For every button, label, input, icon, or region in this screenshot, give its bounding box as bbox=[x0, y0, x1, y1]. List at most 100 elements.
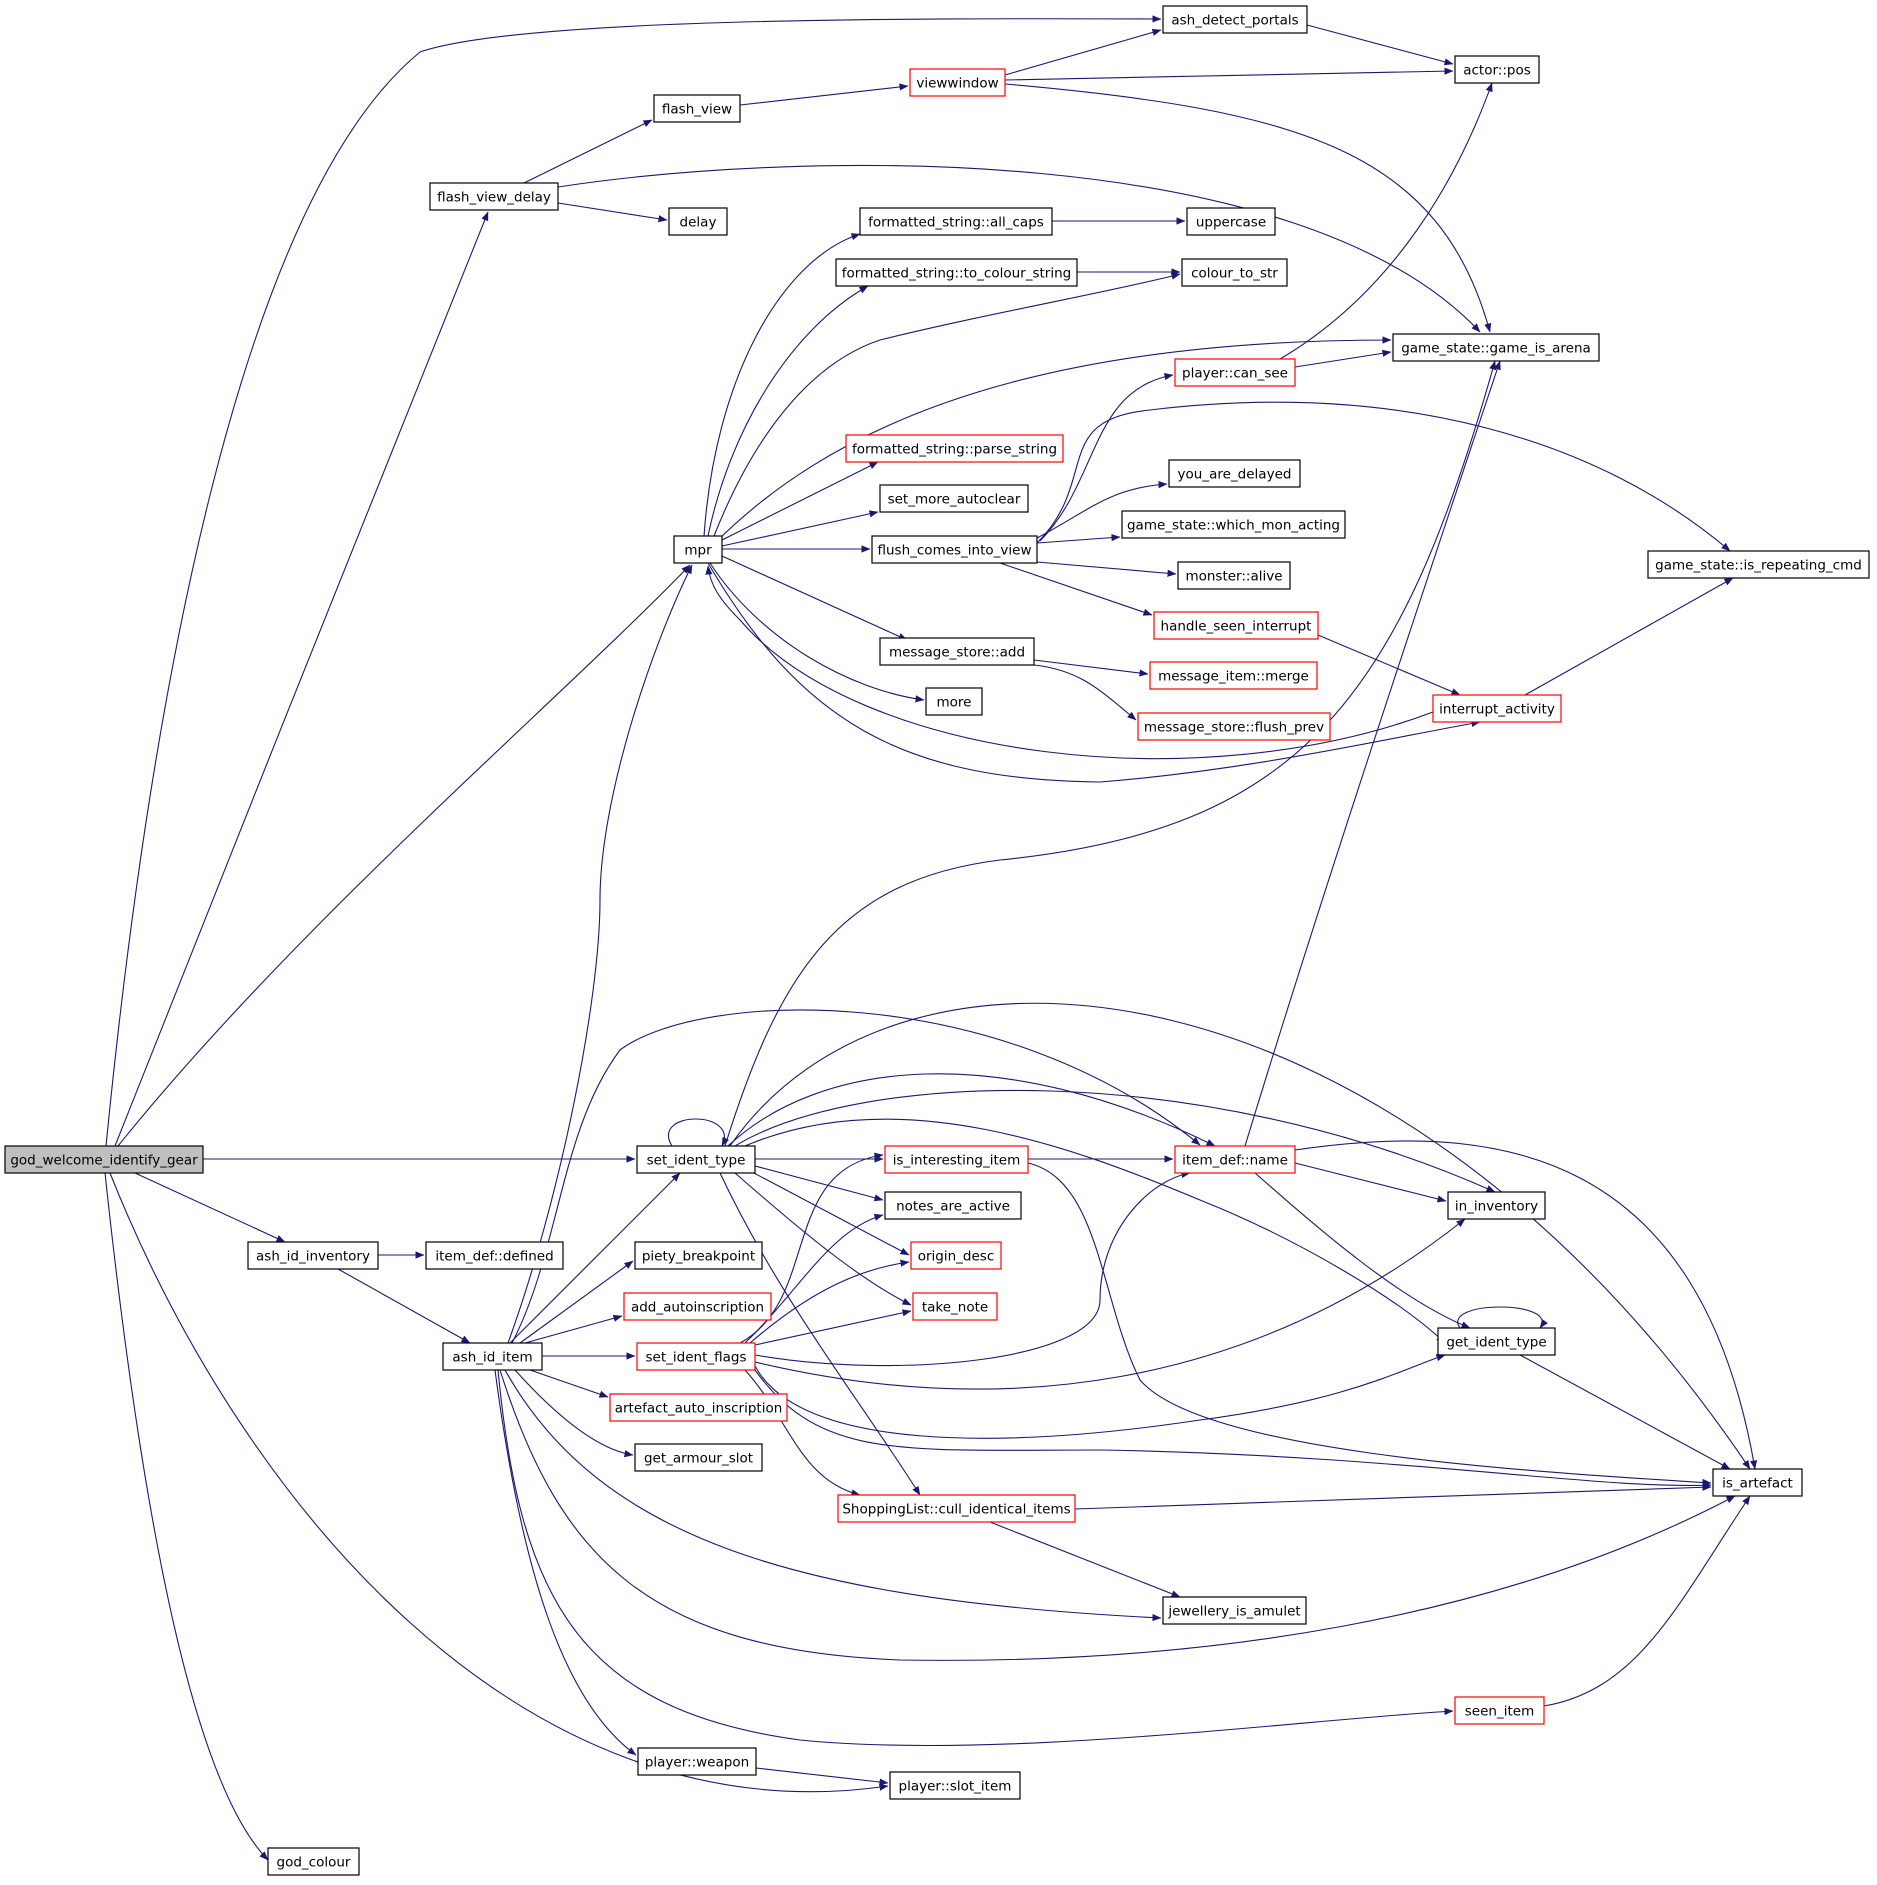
node-message-store-add[interactable]: message_store::add bbox=[879, 637, 1035, 666]
node-artefact-auto-inscription[interactable]: artefact_auto_inscription bbox=[609, 1393, 788, 1422]
node-fs-parse-string[interactable]: formatted_string::parse_string bbox=[845, 434, 1064, 463]
node-god-welcome-identify-gear[interactable]: god_welcome_identify_gear bbox=[4, 1145, 204, 1174]
node-item-def-name[interactable]: item_def::name bbox=[1174, 1145, 1296, 1174]
node-mpr[interactable]: mpr bbox=[673, 535, 723, 564]
node-seen-item[interactable]: seen_item bbox=[1454, 1696, 1545, 1725]
node-box bbox=[1186, 207, 1276, 236]
node-box bbox=[609, 1393, 788, 1422]
node-flush-comes-into-view[interactable]: flush_comes_into_view bbox=[871, 535, 1038, 564]
node-ash-detect-portals[interactable]: ash_detect_portals bbox=[1162, 5, 1308, 34]
node-box bbox=[1181, 258, 1288, 287]
node-take-note[interactable]: take_note bbox=[912, 1292, 998, 1321]
node-fs-all-caps[interactable]: formatted_string::all_caps bbox=[859, 207, 1053, 236]
node-label: jewellery_is_amulet bbox=[1167, 1604, 1300, 1620]
node-box bbox=[267, 1847, 360, 1876]
node-label: player::slot_item bbox=[899, 1779, 1012, 1795]
node-set-more-autoclear[interactable]: set_more_autoclear bbox=[879, 484, 1029, 513]
node-player-slot-item[interactable]: player::slot_item bbox=[889, 1771, 1021, 1800]
edge-flash_view-to-viewwindow bbox=[739, 83, 909, 106]
node-player-weapon[interactable]: player::weapon bbox=[637, 1747, 757, 1776]
edge-set_ident_type-to-game_is_arena bbox=[724, 360, 1497, 1147]
node-you-are-delayed[interactable]: you_are_delayed bbox=[1168, 459, 1301, 488]
node-flash-view[interactable]: flash_view bbox=[653, 94, 741, 123]
node-handle-seen-interrupt[interactable]: handle_seen_interrupt bbox=[1153, 611, 1319, 640]
node-label: game_state::game_is_arena bbox=[1401, 341, 1591, 357]
node-box bbox=[623, 1292, 772, 1321]
node-flash-view-delay[interactable]: flash_view_delay bbox=[429, 182, 559, 211]
node-label: actor::pos bbox=[1463, 63, 1531, 79]
node-label: message_store::add bbox=[889, 645, 1025, 661]
node-viewwindow[interactable]: viewwindow bbox=[909, 68, 1006, 97]
edge-ash_id_item-to-jewellery_is_amulet bbox=[504, 1369, 1162, 1622]
edge-seen_item-to-is_artefact bbox=[1543, 1495, 1751, 1707]
node-label: flash_view_delay bbox=[437, 190, 551, 206]
node-is-interesting-item[interactable]: is_interesting_item bbox=[884, 1145, 1029, 1174]
node-cull-identical-items[interactable]: ShoppingList::cull_identical_items bbox=[837, 1494, 1076, 1523]
node-label: ShoppingList::cull_identical_items bbox=[842, 1502, 1070, 1518]
node-get-armour-slot[interactable]: get_armour_slot bbox=[634, 1443, 763, 1472]
node-is-repeating-cmd[interactable]: game_state::is_repeating_cmd bbox=[1647, 550, 1870, 579]
edge-mpr-to-set_more_autoclear bbox=[721, 510, 879, 547]
edge-set_ident_flags-to-notes_are_active bbox=[744, 1213, 884, 1344]
edge-ash_id_inventory-to-ash_id_item bbox=[337, 1268, 471, 1344]
node-monster-alive[interactable]: monster::alive bbox=[1177, 561, 1291, 590]
node-box bbox=[4, 1145, 204, 1174]
node-god-colour[interactable]: god_colour bbox=[267, 1847, 360, 1876]
node-item-def-defined[interactable]: item_def::defined bbox=[425, 1241, 564, 1270]
node-interrupt-activity[interactable]: interrupt_activity bbox=[1432, 694, 1562, 723]
node-actor-pos[interactable]: actor::pos bbox=[1454, 55, 1540, 84]
node-box bbox=[884, 1145, 1029, 1174]
edge-mpr-to-message_store_add bbox=[721, 555, 908, 641]
node-fs-to-colour-string[interactable]: formatted_string::to_colour_string bbox=[835, 258, 1078, 287]
edge-set_ident_type-to-get_ident_type bbox=[744, 1118, 1446, 1344]
node-notes-are-active[interactable]: notes_are_active bbox=[884, 1191, 1022, 1220]
edge-flush_comes_into_view-to-player_can_see bbox=[1039, 372, 1174, 542]
node-which-mon-acting[interactable]: game_state::which_mon_acting bbox=[1121, 510, 1346, 539]
node-uppercase[interactable]: uppercase bbox=[1186, 207, 1276, 236]
edge-item_def_name-to-in_inventory bbox=[1294, 1162, 1447, 1203]
node-origin-desc[interactable]: origin_desc bbox=[910, 1241, 1002, 1270]
node-jewellery-is-amulet[interactable]: jewellery_is_amulet bbox=[1162, 1596, 1307, 1625]
node-in-inventory[interactable]: in_inventory bbox=[1447, 1191, 1546, 1220]
edge-set_ident_flags-to-in_inventory bbox=[754, 1218, 1466, 1390]
node-box bbox=[912, 1292, 998, 1321]
node-box bbox=[925, 687, 983, 716]
node-message-item-merge[interactable]: message_item::merge bbox=[1149, 661, 1318, 690]
node-ash-id-item[interactable]: ash_id_item bbox=[442, 1342, 543, 1371]
node-set-ident-flags[interactable]: set_ident_flags bbox=[636, 1342, 756, 1371]
node-get-ident-type[interactable]: get_ident_type bbox=[1437, 1327, 1556, 1356]
node-player-can-see[interactable]: player::can_see bbox=[1174, 358, 1296, 387]
edge-set_ident_flags-to-item_def_name bbox=[754, 1170, 1191, 1367]
edge-ash_id_item-to-set_ident_type bbox=[509, 1172, 681, 1344]
node-colour-to-str[interactable]: colour_to_str bbox=[1181, 258, 1288, 287]
edge-set_ident_type-to-origin_desc bbox=[751, 1171, 910, 1256]
node-box bbox=[1432, 694, 1562, 723]
node-ash-id-inventory[interactable]: ash_id_inventory bbox=[247, 1241, 379, 1270]
node-more[interactable]: more bbox=[925, 687, 983, 716]
edge-flash_view_delay-to-game_is_arena bbox=[557, 164, 1481, 333]
edge-set_ident_type-to-cull_identical_items bbox=[719, 1172, 921, 1496]
node-box bbox=[884, 1191, 1022, 1220]
node-piety-breakpoint[interactable]: piety_breakpoint bbox=[634, 1241, 763, 1270]
node-message-store-flush-prev[interactable]: message_store::flush_prev bbox=[1137, 712, 1331, 741]
edge-flush_comes_into_view-to-handle_seen_interrupt bbox=[999, 562, 1153, 616]
edge-item_def_name-to-get_ident_type bbox=[1254, 1172, 1471, 1329]
node-box bbox=[1177, 561, 1291, 590]
node-box bbox=[910, 1241, 1002, 1270]
edge-player_can_see-to-game_is_arena bbox=[1294, 349, 1392, 368]
edge-viewwindow-to-actor_pos bbox=[1004, 67, 1454, 81]
edge-set_ident_flags-to-is_artefact bbox=[754, 1369, 1712, 1489]
node-label: is_artefact bbox=[1722, 1476, 1793, 1492]
node-set-ident-type[interactable]: set_ident_type bbox=[636, 1145, 756, 1174]
node-box bbox=[636, 1342, 756, 1371]
edge-viewwindow-to-game_is_arena bbox=[1004, 83, 1492, 333]
edge-god_welcome_identify_gear-to-player_slot_item bbox=[109, 1172, 889, 1793]
node-delay[interactable]: delay bbox=[668, 207, 728, 236]
node-label: game_state::is_repeating_cmd bbox=[1655, 558, 1862, 574]
node-add-autoinscription[interactable]: add_autoinscription bbox=[623, 1292, 772, 1321]
node-game-is-arena[interactable]: game_state::game_is_arena bbox=[1392, 333, 1600, 362]
node-label: delay bbox=[680, 215, 717, 231]
node-box bbox=[1647, 550, 1870, 579]
node-is-artefact[interactable]: is_artefact bbox=[1712, 1468, 1803, 1497]
